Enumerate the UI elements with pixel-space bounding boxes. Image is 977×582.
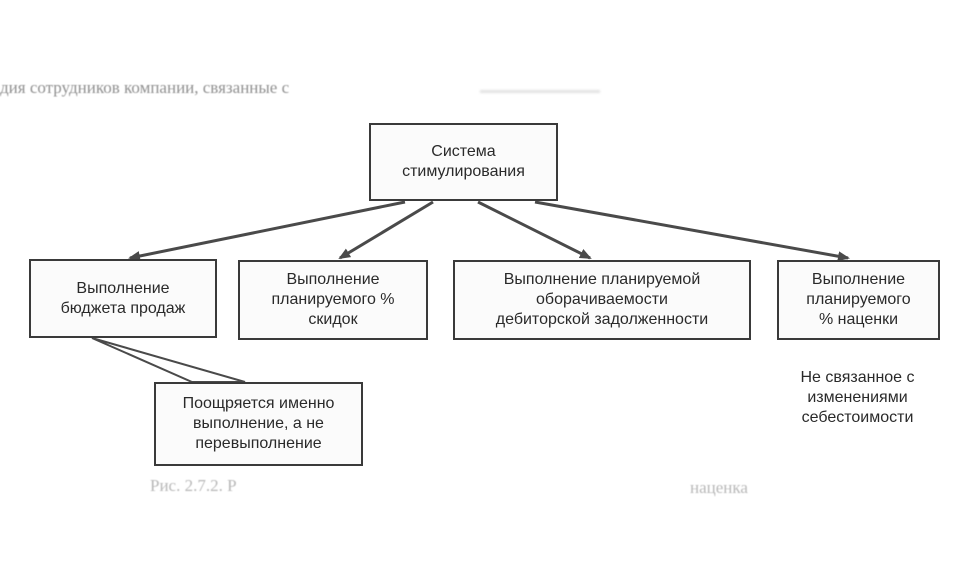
callout-pointer — [91, 337, 246, 383]
arrow-to-markup — [534, 200, 850, 262]
root-node-incentive-system: Система стимулирования — [369, 123, 558, 201]
scan-line-top — [480, 90, 600, 93]
callout-box: Поощряется именно выполнение, а не перев… — [154, 382, 363, 466]
arrow-to-receivables — [477, 200, 592, 260]
arrow-to-discounts — [338, 200, 434, 260]
node-planned-markup: Выполнение планируемого % наценки — [777, 260, 940, 340]
node-planned-discounts: Выполнение планируемого % скидок — [238, 260, 428, 340]
node-sales-budget: Выполнение бюджета продаж — [29, 259, 217, 338]
scan-fragment-bottom-left: Рис. 2.7.2. Р — [150, 476, 237, 495]
scan-fragment-bottom-right: наценка — [690, 478, 748, 497]
markup-note: Не связанное с изменениями себестоимости — [800, 369, 915, 426]
node-receivables-turnover: Выполнение планируемой оборачиваемости д… — [453, 260, 751, 340]
scan-fragment-top: дия сотрудников компании, связанные с — [0, 78, 290, 97]
arrow-to-sales-budget — [128, 200, 406, 261]
